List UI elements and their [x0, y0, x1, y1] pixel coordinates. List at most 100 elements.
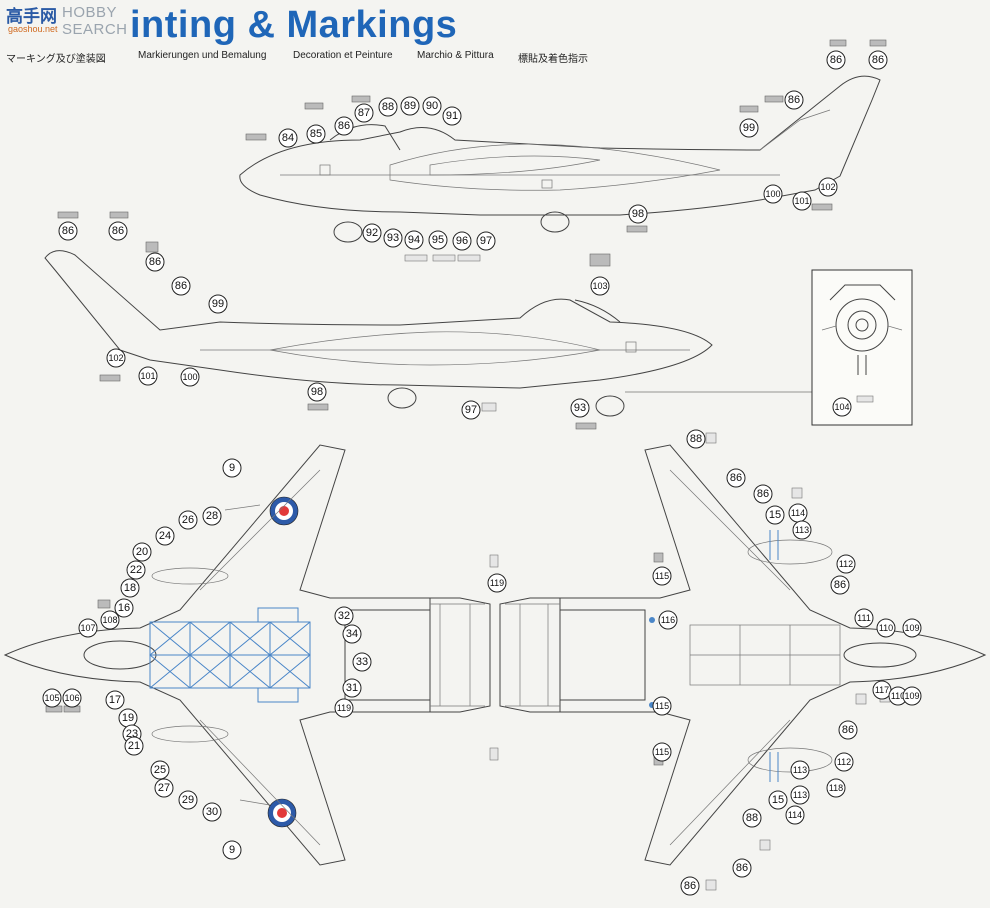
callout-side_view_right-14: 98 [628, 204, 648, 224]
callout-top_view-20: 30 [202, 802, 222, 822]
callout-number: 111 [857, 613, 871, 623]
page-title: inting & Markings [130, 4, 458, 46]
callout-top_view-4: 24 [155, 526, 175, 546]
callout-number: 105 [44, 693, 59, 703]
callout-bottom_view-18: 115 [652, 742, 672, 762]
callout-number: 24 [159, 530, 171, 542]
callout-circle [832, 397, 852, 417]
callout-bottom_view-26: 86 [732, 858, 752, 878]
callout-number: 85 [310, 128, 322, 140]
callout-number: 114 [791, 508, 805, 518]
callout-circle [114, 598, 134, 618]
callout-side_view_right-12: 96 [452, 231, 472, 251]
callout-side_view_right-20: 86 [868, 50, 888, 70]
callout-side_view_right-10: 94 [404, 230, 424, 250]
callout-circle [658, 610, 678, 630]
watermark-cn-text: 高手网 [6, 7, 57, 27]
callout-number: 116 [661, 615, 675, 625]
callout-side_view_right-11: 95 [428, 230, 448, 250]
callout-side_view_right-16: 100 [763, 184, 783, 204]
callout-top_view-11: 105 [42, 688, 62, 708]
callout-circle [765, 505, 785, 525]
callout-number: 102 [820, 182, 835, 192]
callout-circle [732, 858, 752, 878]
callout-side_view_left-4: 99 [208, 294, 228, 314]
callout-number: 97 [465, 404, 477, 416]
callout-circle [790, 760, 810, 780]
callout-top_view-1: 9 [222, 840, 242, 860]
callout-circle [652, 566, 672, 586]
callout-circle [334, 698, 354, 718]
callout-number: 86 [149, 256, 161, 268]
callout-circle [383, 228, 403, 248]
callout-number: 90 [426, 100, 438, 112]
callout-circle [785, 805, 805, 825]
callout-side_view_right-7: 91 [442, 106, 462, 126]
callout-circle [902, 618, 922, 638]
callout-circle [58, 221, 78, 241]
callout-side_view_left-2: 86 [145, 252, 165, 272]
callout-side_view_left-11: 93 [570, 398, 590, 418]
callout-circle [476, 231, 496, 251]
callout-circle [753, 484, 773, 504]
callout-circle [742, 808, 762, 828]
callout-circle [739, 118, 759, 138]
callout-circle [307, 382, 327, 402]
callout-circle [150, 760, 170, 780]
callout-number: 113 [793, 790, 807, 800]
watermark-url: gaoshou.net [8, 24, 58, 34]
callout-number: 113 [795, 525, 809, 535]
callout-bottom_view-13: 117 [872, 680, 892, 700]
callout-circle [178, 790, 198, 810]
callout-side_view_left-3: 86 [171, 276, 191, 296]
callout-bottom_view-5: 113 [792, 520, 812, 540]
side-view-left [44, 250, 812, 417]
callout-bottom_view-19: 86 [838, 720, 858, 740]
callout-bottom_view-6: 112 [836, 554, 856, 574]
callout-circle [78, 618, 98, 638]
callout-number: 29 [182, 794, 194, 806]
callout-top_view-23: 33 [352, 652, 372, 672]
callout-circle [154, 778, 174, 798]
callout-number: 27 [158, 782, 170, 794]
callout-number: 30 [206, 806, 218, 818]
callout-circle [628, 204, 648, 224]
callout-top_view-13: 17 [105, 690, 125, 710]
callout-side_view_left-9: 98 [307, 382, 327, 402]
callout-number: 86 [62, 225, 74, 237]
callout-circle [830, 575, 850, 595]
callout-number: 25 [154, 764, 166, 776]
callout-number: 110 [879, 623, 893, 633]
callout-number: 20 [136, 546, 148, 558]
callout-side_view_right-9: 93 [383, 228, 403, 248]
callout-top_view-14: 19 [118, 708, 138, 728]
decal-markers [45, 39, 891, 891]
callout-number: 112 [839, 559, 853, 569]
callout-circle [132, 542, 152, 562]
callout-bottom_view-0: 88 [686, 429, 706, 449]
callout-number: 93 [574, 402, 586, 414]
callout-circle [334, 606, 354, 626]
callout-detail_inset-0: 104 [832, 397, 852, 417]
callout-number: 107 [80, 623, 95, 633]
callout-number: 110 [891, 691, 905, 701]
callout-number: 32 [338, 610, 350, 622]
callout-circle [62, 688, 82, 708]
callout-bottom_view-25: 88 [742, 808, 762, 828]
callout-side_view_right-4: 88 [378, 97, 398, 117]
callout-top_view-5: 20 [132, 542, 152, 562]
callout-bottom_view-17: 115 [652, 696, 672, 716]
callout-side_view_right-3: 87 [354, 103, 374, 123]
callout-number: 115 [655, 701, 669, 711]
callout-side_view_left-8: 100 [180, 367, 200, 387]
callout-circle [652, 742, 672, 762]
callout-number: 96 [456, 235, 468, 247]
callout-circle [422, 96, 442, 116]
callout-side_view_right-5: 89 [400, 96, 420, 116]
callout-top_view-9: 107 [78, 618, 98, 638]
callout-circle [818, 177, 838, 197]
callout-number: 100 [182, 372, 197, 382]
callout-circle [342, 678, 362, 698]
callout-number: 109 [904, 691, 919, 701]
callout-number: 97 [480, 235, 492, 247]
